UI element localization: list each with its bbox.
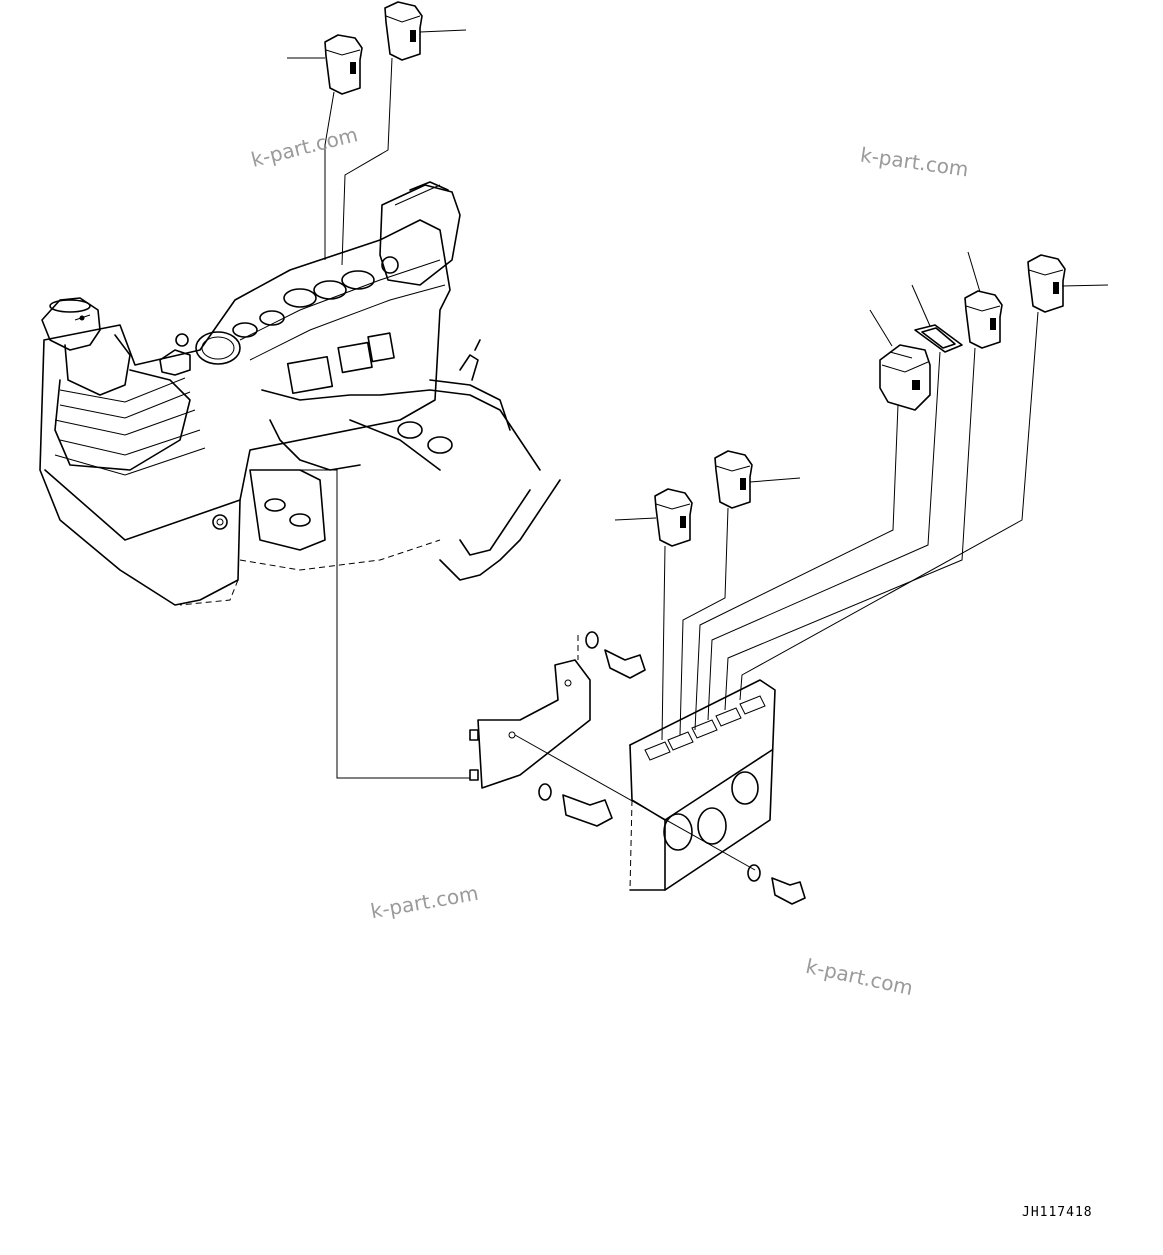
rocker-switch-mid-2 [714,450,753,509]
switch-panel-housing [629,679,776,891]
rocker-switch-right-2 [1027,254,1066,313]
mounting-bracket [469,635,591,789]
drawing-code-label: JH117418 [1022,1205,1093,1220]
wiring-harness [261,332,561,581]
screw-panel [747,864,806,905]
rocker-switch-mid-1 [654,488,693,547]
control-console [39,219,451,606]
bolt-lower [538,783,613,827]
switch-cover-gasket [914,324,963,353]
console-top-details [159,270,375,376]
leader-lines [287,29,1109,521]
assembly-guide-lines [263,57,1039,871]
armrest-pad [379,181,461,286]
rocker-switch-main [879,344,931,411]
console-lower-bracket [249,469,326,551]
bolt-upper [585,631,646,679]
rocker-switch-top-2 [384,1,423,61]
rocker-switch-top-1 [324,34,363,95]
rocker-switch-right-1 [964,290,1003,349]
joystick-lever [41,297,191,471]
